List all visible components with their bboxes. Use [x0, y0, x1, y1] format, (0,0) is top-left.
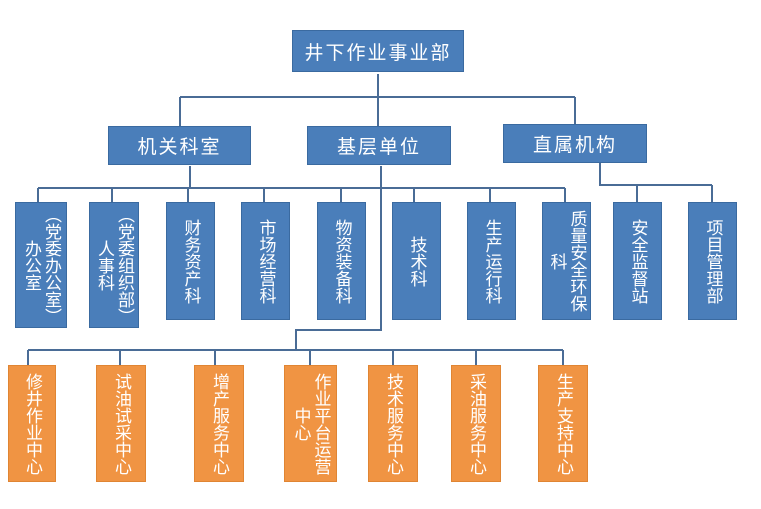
- connector-group3-down: [599, 163, 712, 186]
- office-label: 物资装备科: [331, 218, 352, 304]
- unit-label: 技术服务中心: [383, 372, 403, 475]
- group-box-jiceng: 基层单位: [307, 126, 451, 165]
- group-label: 直属机构: [532, 134, 617, 156]
- office-label: （党委组织部）人事科: [94, 205, 134, 325]
- unit-box: 技术服务中心: [368, 365, 418, 482]
- unit-box: 采油服务中心: [451, 365, 501, 482]
- unit-label: 采油服务中心: [466, 372, 486, 475]
- connector-group2-down: [295, 166, 382, 350]
- office-label: 财务资产科: [180, 218, 201, 304]
- root-box: 井下作业事业部: [292, 30, 464, 72]
- unit-label: 生产支持中心: [553, 372, 573, 475]
- office-box: 生产运行科: [467, 202, 516, 320]
- office-label: 生产运行科: [481, 218, 502, 304]
- office-box: 项目管理部: [688, 202, 737, 320]
- group-label: 基层单位: [336, 136, 421, 158]
- office-box: 质量安全环保科: [542, 202, 591, 320]
- office-label: 项目管理部: [702, 218, 723, 304]
- unit-label: 作业平台运营中心: [290, 372, 331, 475]
- unit-box: 作业平台运营中心: [284, 365, 337, 482]
- office-box: 市场经营科: [241, 202, 290, 320]
- office-label: 安全监督站: [627, 218, 648, 304]
- unit-box: 修井作业中心: [8, 365, 56, 482]
- unit-box: 生产支持中心: [538, 365, 588, 482]
- group-label: 机关科室: [137, 136, 222, 158]
- office-label: 技术科: [406, 235, 427, 287]
- office-box: 财务资产科: [166, 202, 215, 320]
- unit-box: 增产服务中心: [194, 365, 244, 482]
- office-box: 物资装备科: [317, 202, 366, 320]
- office-label: （党委办公室）办公室: [21, 205, 61, 325]
- group-box-zhishu: 直属机构: [503, 124, 647, 163]
- root-label: 井下作业事业部: [304, 41, 452, 64]
- office-box: 技术科: [392, 202, 441, 320]
- office-label: 市场经营科: [255, 218, 276, 304]
- unit-label: 试油试采中心: [111, 372, 131, 475]
- office-box: 安全监督站: [613, 202, 662, 320]
- group-box-jiguan: 机关科室: [108, 126, 251, 165]
- unit-box: 试油试采中心: [96, 365, 146, 482]
- unit-label: 修井作业中心: [22, 372, 42, 475]
- office-box: （党委办公室）办公室: [15, 202, 67, 328]
- unit-label: 增产服务中心: [209, 372, 229, 475]
- office-box: （党委组织部）人事科: [89, 202, 139, 328]
- office-label: 质量安全环保科: [546, 210, 587, 312]
